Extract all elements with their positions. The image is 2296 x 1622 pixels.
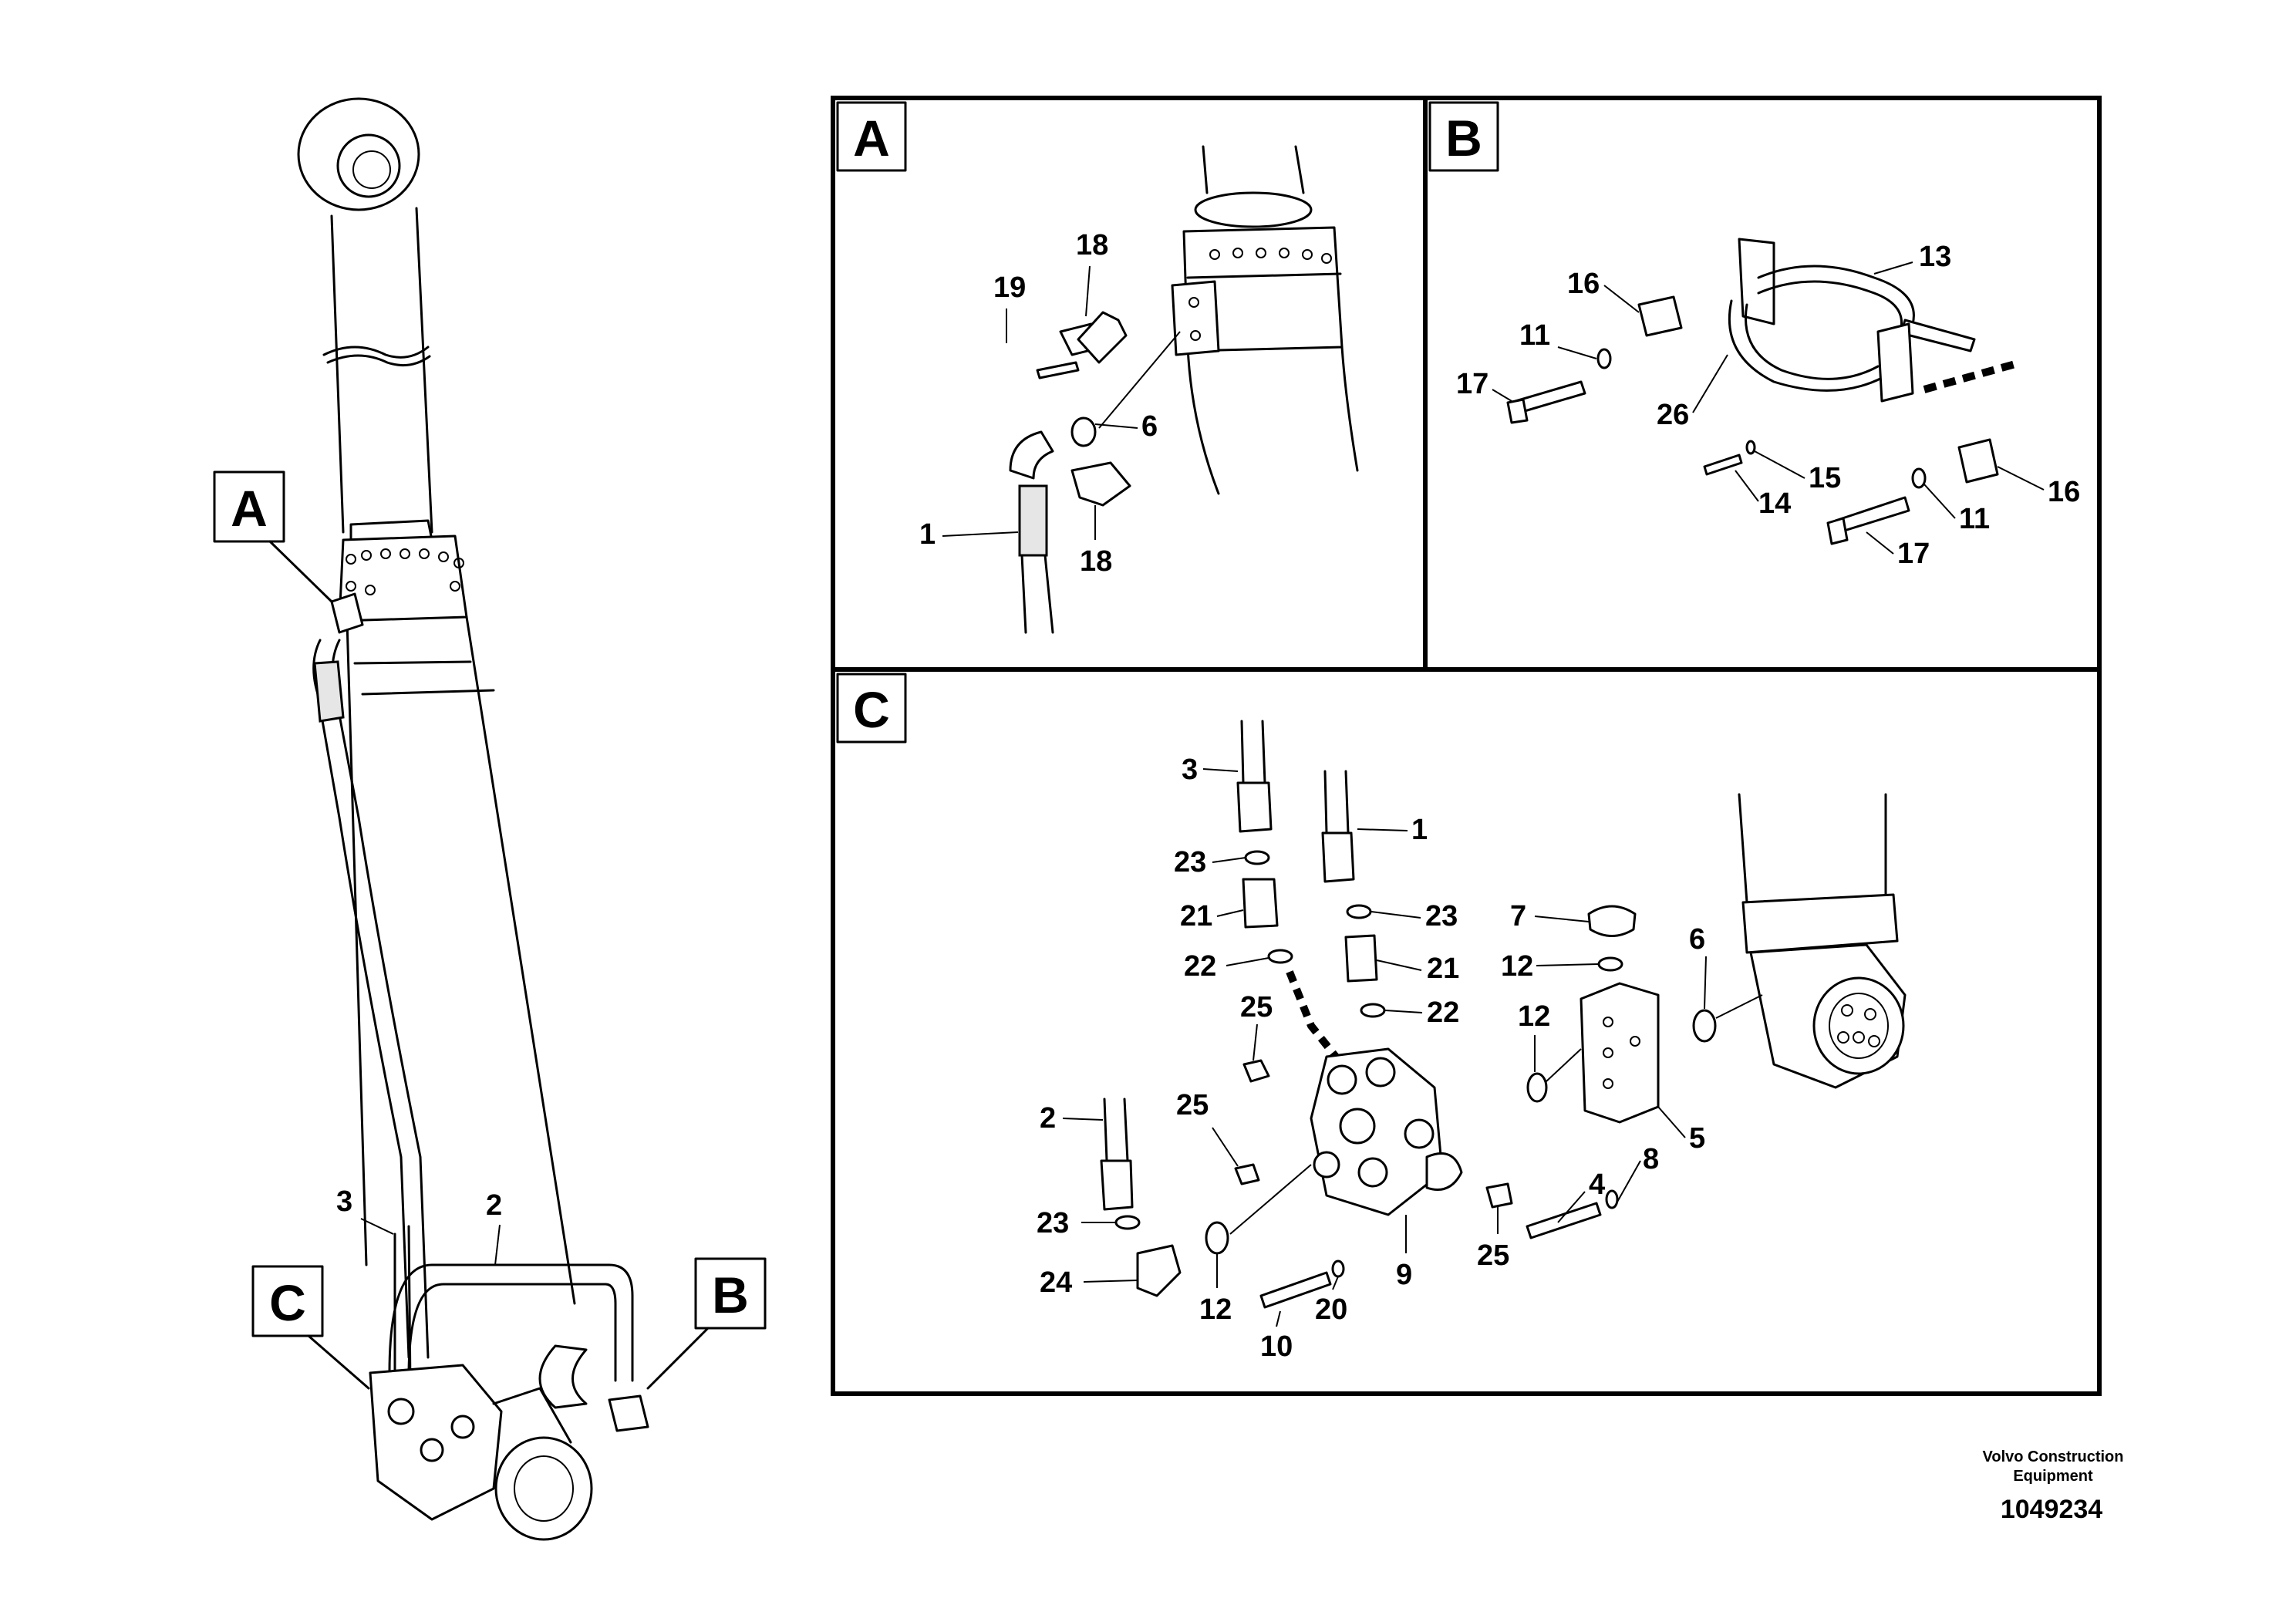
callout-15: 15 [1809, 462, 1841, 494]
callout-6: 6 [1689, 923, 1705, 956]
callout-25: 25 [1240, 991, 1273, 1023]
callout-2: 2 [486, 1189, 502, 1222]
callout-4: 4 [1589, 1168, 1605, 1201]
bolt-19 [1036, 361, 1080, 379]
callout-12: 12 [1199, 1293, 1232, 1326]
callout-6: 6 [1141, 410, 1158, 443]
callout-9: 9 [1396, 1259, 1412, 1291]
bolt-ring [346, 548, 464, 595]
company-name-line1: Volvo Construction [1983, 1448, 2124, 1465]
tag-b-overview[interactable]: B [646, 1257, 767, 1390]
callout-1: 1 [919, 518, 936, 551]
drawing-number: 1049234 [2001, 1495, 2102, 1524]
callout-25: 25 [1477, 1239, 1509, 1272]
elbow [1009, 430, 1054, 480]
tag-a-overview[interactable]: A [213, 470, 333, 603]
callout-5: 5 [1689, 1122, 1705, 1155]
tag-c-overview[interactable]: C [251, 1265, 370, 1390]
callout-3: 3 [336, 1185, 352, 1218]
tag-c: C [853, 681, 890, 738]
callout-10: 10 [1260, 1330, 1293, 1363]
callout-16: 16 [1567, 268, 1600, 300]
callout-1: 1 [1411, 814, 1428, 846]
tag-b: B [1445, 110, 1482, 167]
callout-20: 20 [1315, 1293, 1347, 1326]
svg-text:A: A [231, 480, 268, 537]
svg-text:B: B [712, 1266, 749, 1324]
callout-26: 26 [1657, 399, 1689, 431]
callout-23: 23 [1037, 1207, 1069, 1239]
callout-23: 23 [1174, 846, 1206, 878]
callout-16: 16 [2048, 476, 2080, 508]
callout-23: 23 [1425, 900, 1458, 932]
callout-8: 8 [1643, 1143, 1659, 1175]
callout-25: 25 [1176, 1089, 1209, 1121]
callout-19: 19 [993, 271, 1026, 304]
callout-17: 17 [1897, 538, 1930, 570]
callout-7: 7 [1510, 900, 1526, 932]
title-block: Volvo Construction Equipment 1049234 [1983, 1448, 2124, 1524]
callout-22: 22 [1184, 950, 1216, 983]
callout-21: 21 [1180, 900, 1212, 932]
bolt-14 [1703, 454, 1743, 476]
tag-a: A [853, 110, 890, 167]
company-name-line2: Equipment [2013, 1468, 2093, 1485]
bolt-17-bottom [1834, 496, 1910, 534]
callout-2: 2 [1040, 1102, 1056, 1135]
pad-16-top [1637, 295, 1683, 337]
pad-16-bottom [1957, 438, 1999, 484]
detail-b: B 16 13 11 17 26 15 14 11 [1428, 101, 2080, 570]
washer-11-bottom [1911, 467, 1927, 489]
washer-11-top [1596, 348, 1612, 369]
callout-12: 12 [1518, 1000, 1550, 1033]
detail-c: C [836, 673, 1907, 1363]
callout-11: 11 [1959, 503, 1990, 535]
callout-18: 18 [1076, 229, 1108, 261]
callout-3: 3 [1182, 754, 1198, 786]
callout-17: 17 [1456, 368, 1489, 400]
callout-11: 11 [1519, 319, 1550, 352]
detail-a: A 18 19 6 1 18 [836, 101, 1359, 634]
callout-14: 14 [1758, 487, 1791, 520]
svg-text:C: C [269, 1274, 306, 1331]
callout-24: 24 [1040, 1266, 1072, 1299]
overview-cylinder [297, 97, 649, 1541]
callout-21: 21 [1427, 953, 1459, 985]
half-clamp-18-bottom [1070, 461, 1131, 507]
callout-22: 22 [1427, 996, 1459, 1029]
oring-6 [1070, 416, 1097, 447]
callout-18: 18 [1080, 545, 1112, 578]
half-clamp-18-top [1077, 311, 1128, 364]
callout-13: 13 [1919, 241, 1951, 273]
detail-frame [831, 96, 2102, 1396]
callout-12: 12 [1501, 950, 1533, 983]
